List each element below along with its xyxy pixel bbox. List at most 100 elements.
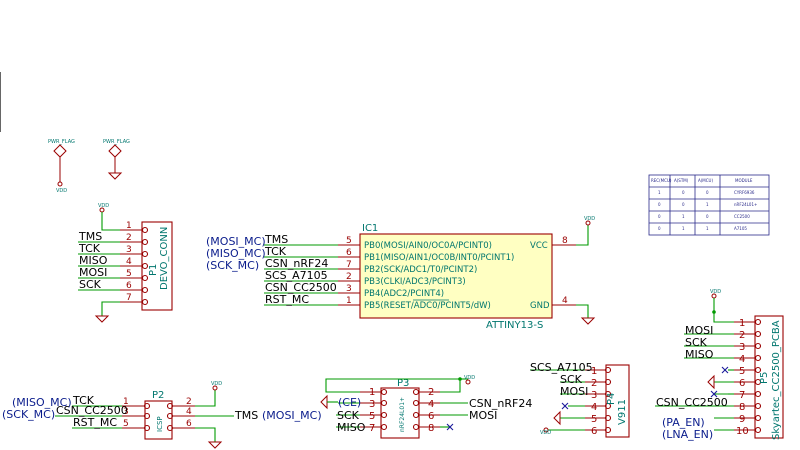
- no-connect-icon: [710, 390, 718, 398]
- pin-number: 4: [428, 399, 434, 410]
- net-label-tms: TMS: [234, 409, 258, 422]
- pin-number: 5: [126, 269, 132, 279]
- hier-label-sck-mc: (SCK_MC): [2, 408, 55, 421]
- module-select-table: REC(MCU) A(STM) A(MCU) MODULE 1 0 0 CYRF…: [648, 174, 770, 236]
- pin-number: 5: [123, 419, 129, 429]
- pin-number: 5: [346, 236, 352, 246]
- part-value: Skyartec_CC2500_PCBA: [771, 320, 782, 440]
- table-cell: 0: [706, 190, 709, 195]
- hier-label-sck-mc: (SCK_MC): [206, 259, 259, 272]
- pin-number: 5: [591, 414, 597, 425]
- gnd-icon: [107, 172, 123, 180]
- net-label-mosi: MOSI: [685, 324, 713, 337]
- pin-number: 5: [739, 366, 745, 377]
- pin-name: VCC: [530, 241, 548, 251]
- vdd-label: VDD: [211, 381, 222, 387]
- net-label-tck: TCK: [78, 242, 101, 255]
- gnd-icon: [553, 410, 561, 426]
- no-connect-icon: [721, 366, 729, 374]
- table-header: REC(MCU): [651, 178, 672, 183]
- net-label-mosi: MOSI: [79, 266, 107, 279]
- pin-number: 1: [126, 221, 132, 231]
- table-cell: 0: [682, 202, 685, 207]
- vdd-label: VDD: [464, 375, 475, 381]
- table-header: A(MCU): [698, 178, 713, 183]
- pin-number: 1: [369, 387, 375, 398]
- net-label-csn-cc2500: CSN_CC2500: [265, 281, 337, 294]
- ic1-attiny13: IC1 5 6 7 2 3 1 PB0(MOSI/AIN0/OC0A/PCINT…: [206, 216, 595, 331]
- pin-number: 2: [186, 397, 192, 407]
- ref-designator: P3: [397, 378, 409, 389]
- net-label-mosi: MOSI: [469, 409, 497, 422]
- pin-number: 8: [739, 402, 745, 413]
- table-header: A(STM): [674, 178, 689, 183]
- table-cell: 1: [682, 226, 685, 231]
- net-label-csn-cc2500: CSN_CC2500: [656, 396, 728, 409]
- ref-designator: P5: [759, 372, 770, 384]
- pin-number: 3: [591, 390, 597, 401]
- table-cell: CC2500: [734, 214, 750, 219]
- net-label-csn-nrf24: CSN_nRF24: [265, 257, 328, 270]
- net-label-tck: TCK: [264, 245, 287, 258]
- hier-label-mosi-mc: (MOSI_MC): [262, 409, 322, 422]
- vdd-label: VDD: [584, 216, 595, 222]
- pin-number: 2: [346, 272, 352, 282]
- connector-p5-skyartec: VDD 1 2 3 4 5 6 7 8 9 10 P5 Skyartec_: [655, 289, 784, 441]
- net-label-sck: SCK: [685, 336, 708, 349]
- pin-number: 7: [369, 423, 375, 434]
- pin-number: 3: [369, 399, 375, 410]
- pin-number: 7: [346, 260, 352, 270]
- net-label-miso: MISO: [79, 254, 108, 267]
- vdd-label: VDD: [56, 188, 67, 194]
- pin-name: PB1(MISO/AIN1/OC0B/INT0/PCINT1): [364, 253, 514, 263]
- table-cell: nRF24L01+: [734, 202, 757, 207]
- connector-p2-icsp: P2 ICSP 1 3 5 2 4 6 TCK CSN_CC2500 RST_M…: [2, 381, 322, 449]
- no-connect-icon: [446, 423, 454, 431]
- net-label-rst-mc: RST_MC: [265, 293, 309, 306]
- part-value: ICSP: [156, 416, 164, 432]
- gnd-icon: [580, 317, 596, 325]
- table-cell: 0: [658, 214, 661, 219]
- pwr-flag-1: PWR_FLAG VDD: [48, 139, 75, 194]
- pin-number: 10: [736, 426, 749, 437]
- table-cell: CYRF6936: [734, 190, 755, 195]
- gnd-icon: [320, 394, 328, 410]
- pin-number: 8: [562, 236, 568, 246]
- net-label-mosi: MOSI: [560, 385, 588, 398]
- table-cell: 0: [658, 202, 661, 207]
- table-cell: 1: [706, 202, 709, 207]
- pin-number: 3: [739, 342, 745, 353]
- ic-body: [359, 233, 553, 319]
- pin-number: 2: [428, 387, 434, 398]
- net-label-scs-a7105: SCS_A7105: [265, 269, 328, 282]
- pin-number: 1: [739, 318, 745, 329]
- part-value: DEVO_CONN: [159, 227, 170, 290]
- pin-number: 6: [591, 426, 597, 437]
- net-label-csn-nrf24: CSN_nRF24: [469, 397, 532, 410]
- gnd-icon: [707, 374, 715, 390]
- hier-label-miso-mc: (MISO_MC): [12, 396, 72, 409]
- ref-designator: P2: [152, 390, 164, 401]
- hier-label-lna-en: (LNA_EN): [662, 428, 713, 441]
- gnd-icon: [207, 441, 223, 449]
- pin-number: 1: [591, 366, 597, 377]
- pwr-flag-label: PWR_FLAG: [103, 139, 130, 145]
- pin-number: 2: [591, 378, 597, 389]
- pin-number: 8: [428, 423, 434, 434]
- pin-name: PB3(CLKI/ADC3/PCINT3): [364, 277, 466, 287]
- net-label-sck: SCK: [560, 373, 583, 386]
- pin-number: 6: [126, 281, 132, 291]
- table-header: MODULE: [735, 178, 753, 183]
- table-cell: 0: [682, 190, 685, 195]
- pin-number: 6: [346, 248, 352, 258]
- net-label-ce: (CE): [338, 396, 361, 409]
- pin-number: 3: [346, 284, 352, 294]
- pin-number: 1: [346, 296, 352, 306]
- pin-number: 2: [739, 330, 745, 341]
- pin-number: 4: [739, 354, 745, 365]
- vdd-label: VDD: [98, 203, 109, 209]
- table-cell: A7105: [734, 226, 747, 231]
- part-value: nRF24L01+: [399, 397, 406, 432]
- pin-number: 9: [739, 414, 745, 425]
